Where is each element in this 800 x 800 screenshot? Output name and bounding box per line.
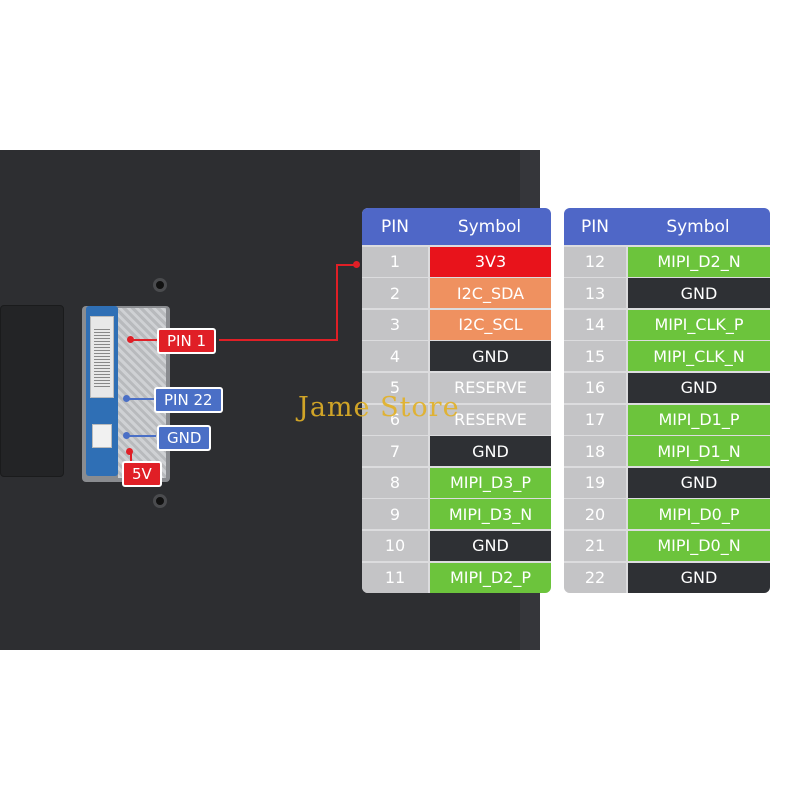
pin-number: 17 xyxy=(564,404,626,435)
callout-5v: 5V xyxy=(122,461,162,487)
pin-number: 18 xyxy=(564,436,626,467)
pin22-leader xyxy=(128,398,156,400)
pin-number: 8 xyxy=(362,467,428,498)
table-header: PIN Symbol xyxy=(564,208,770,245)
pin-number: 10 xyxy=(362,530,428,561)
pin-number: 3 xyxy=(362,309,428,340)
pin-number: 2 xyxy=(362,278,428,309)
gnd-leader xyxy=(128,435,156,437)
pin-number: 1 xyxy=(362,246,428,277)
pin-number: 12 xyxy=(564,246,626,277)
pin-number: 22 xyxy=(564,562,626,593)
header-pin: PIN xyxy=(381,216,409,237)
pin-symbol: MIPI_D3_P xyxy=(430,467,551,498)
pin22-marker xyxy=(123,395,130,402)
fpc-connector xyxy=(90,316,114,398)
pin-symbol: GND xyxy=(430,341,551,372)
pin-symbol: MIPI_D0_P xyxy=(628,499,770,530)
screw-icon xyxy=(153,494,167,508)
pin-symbol: MIPI_CLK_N xyxy=(628,341,770,372)
5v-marker xyxy=(126,448,133,455)
pin-symbol: MIPI_D1_N xyxy=(628,436,770,467)
pin1-leader-line xyxy=(336,264,356,266)
table-header: PIN Symbol xyxy=(362,208,551,245)
pin-symbol: GND xyxy=(430,436,551,467)
gnd-marker xyxy=(123,432,130,439)
pin-number: 13 xyxy=(564,278,626,309)
header-symbol: Symbol xyxy=(666,216,730,237)
pin-symbol: MIPI_D1_P xyxy=(628,404,770,435)
pin-number: 19 xyxy=(564,467,626,498)
pin-number: 16 xyxy=(564,372,626,403)
pin1-leader-line xyxy=(336,264,338,341)
watermark-text: Jame Store xyxy=(298,392,460,423)
pin-symbol: MIPI_CLK_P xyxy=(628,309,770,340)
pin-number: 5 xyxy=(362,372,428,403)
pin-number: 6 xyxy=(362,404,428,435)
pin1-marker xyxy=(127,336,134,343)
table-pin1-marker xyxy=(353,261,360,268)
pin-number: 20 xyxy=(564,499,626,530)
pin-symbol: GND xyxy=(430,530,551,561)
pin-symbol: RESERVE xyxy=(430,404,551,435)
pin-symbol: 3V3 xyxy=(430,246,551,277)
pin-symbol: I2C_SDA xyxy=(430,278,551,309)
callout-pin1: PIN 1 xyxy=(157,328,217,354)
panel-recess xyxy=(0,305,64,477)
pin1-leader-line xyxy=(219,339,337,341)
pin1-leader xyxy=(131,339,159,341)
callout-pin22: PIN 22 xyxy=(154,387,223,413)
pin-number: 11 xyxy=(362,562,428,593)
callout-gnd: GND xyxy=(157,425,212,451)
pin-number: 21 xyxy=(564,530,626,561)
pin-symbol: MIPI_D2_N xyxy=(628,246,770,277)
pin-symbol: GND xyxy=(628,372,770,403)
pin-number: 15 xyxy=(564,341,626,372)
pin-symbol: GND xyxy=(628,278,770,309)
pin-symbol: I2C_SCL xyxy=(430,309,551,340)
5v-leader xyxy=(130,451,132,465)
header-symbol: Symbol xyxy=(457,216,522,237)
pin-symbol: RESERVE xyxy=(430,372,551,403)
pin-number: 14 xyxy=(564,309,626,340)
pin-number: 4 xyxy=(362,341,428,372)
power-connector xyxy=(92,424,112,448)
header-pin: PIN xyxy=(581,216,609,237)
screw-icon xyxy=(153,278,167,292)
pin-symbol: MIPI_D2_P xyxy=(430,562,551,593)
pin-number: 7 xyxy=(362,436,428,467)
pin-symbol: GND xyxy=(628,562,770,593)
pin-symbol: MIPI_D3_N xyxy=(430,499,551,530)
pin-symbol: GND xyxy=(628,467,770,498)
pin-symbol: MIPI_D0_N xyxy=(628,530,770,561)
pin-number: 9 xyxy=(362,499,428,530)
